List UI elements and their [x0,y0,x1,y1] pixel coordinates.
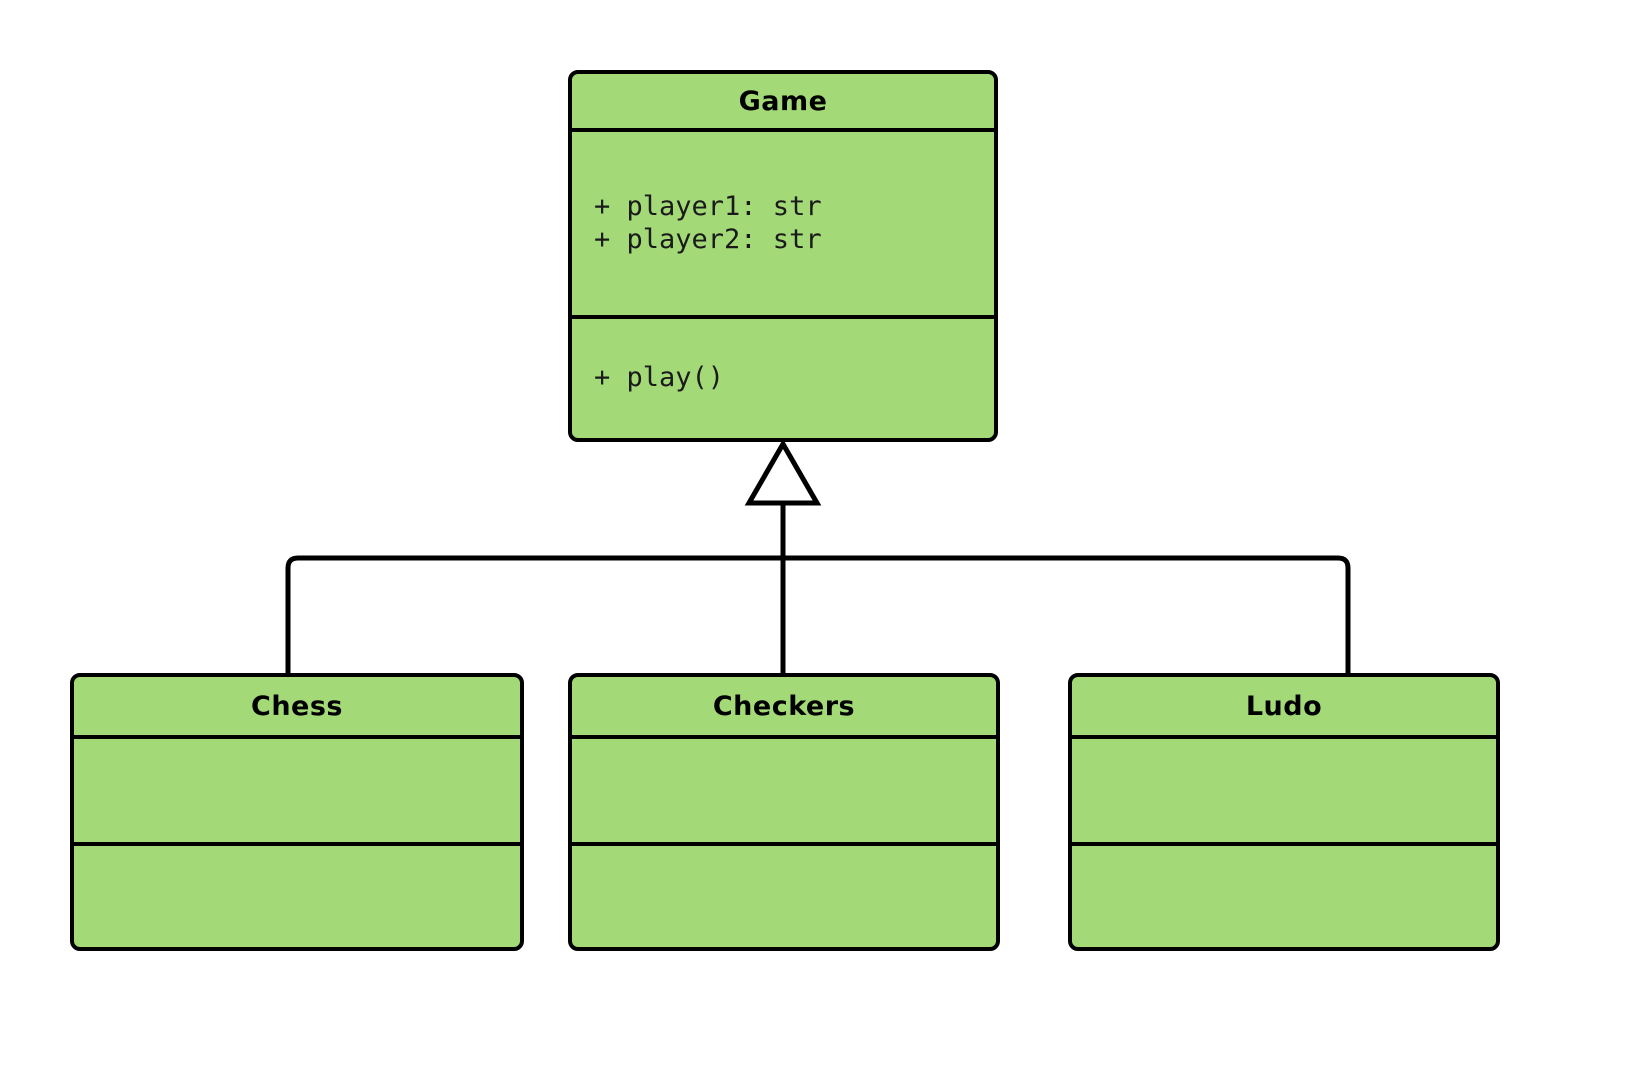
class-name-checkers: Checkers [572,677,996,739]
operation-row: + play() [594,362,725,394]
connector-bus-to-ludo [783,555,1351,673]
class-box-checkers[interactable]: Checkers [568,673,1000,951]
class-operations-ludo [1072,846,1496,947]
attribute-row: + player1: str [594,190,822,222]
class-box-game[interactable]: Game + player1: str + player2: str + pla… [568,70,998,442]
attribute-row: + player2: str [594,223,822,255]
class-name-chess: Chess [74,677,520,739]
class-attributes-checkers [572,739,996,846]
class-operations-chess [74,846,520,947]
class-name-ludo: Ludo [1072,677,1496,739]
class-attributes-chess [74,739,520,846]
class-name-game: Game [572,74,994,132]
generalization-arrowhead-icon [744,438,822,506]
class-box-ludo[interactable]: Ludo [1068,673,1500,951]
class-attributes-game: + player1: str + player2: str [572,132,994,319]
class-attributes-ludo [1072,739,1496,846]
class-box-chess[interactable]: Chess [70,673,524,951]
class-operations-game: + play() [572,319,994,438]
class-operations-checkers [572,846,996,947]
connector-bus-to-chess [285,555,783,673]
